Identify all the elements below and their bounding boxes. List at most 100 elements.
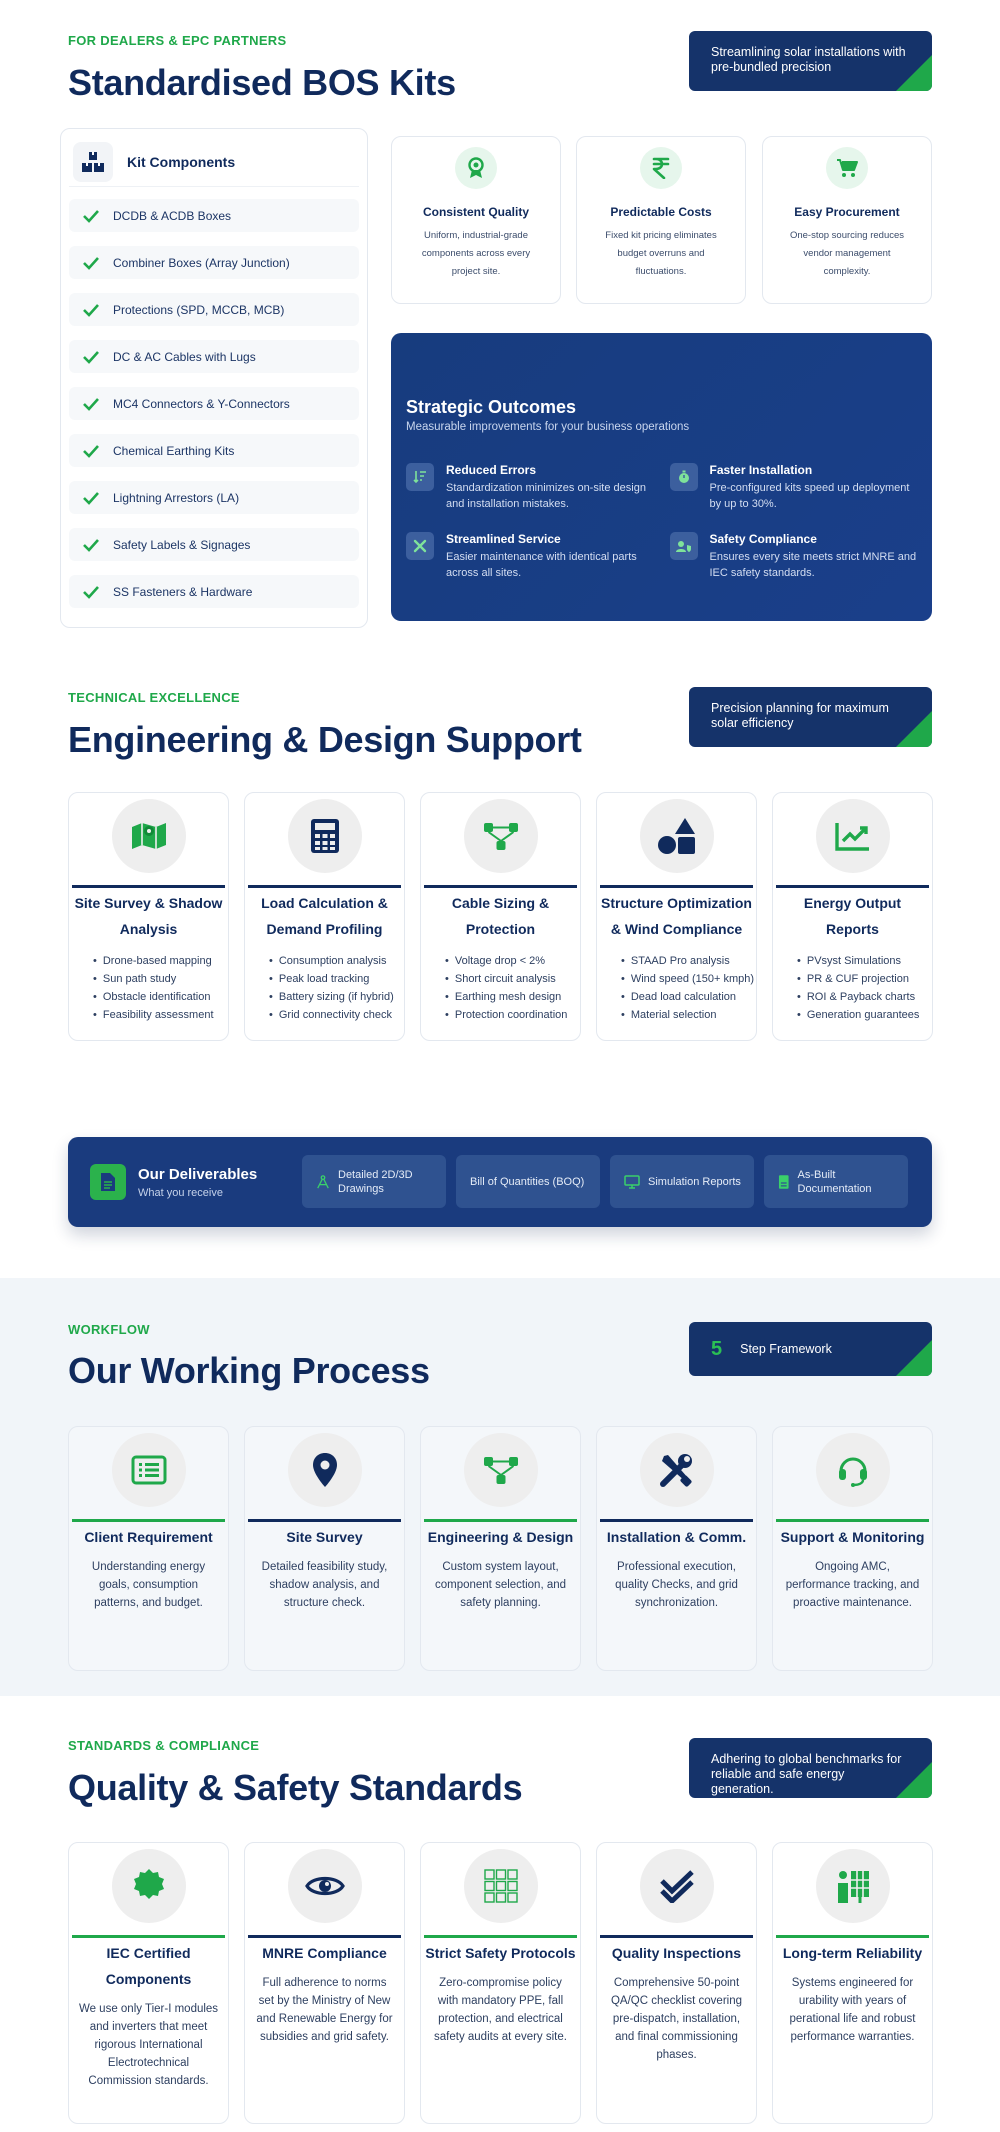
deliverable-label: Bill of Quantities (BOQ)	[470, 1175, 585, 1188]
card-list-item: Generation guarantees	[797, 1006, 932, 1024]
step-desc: Detailed feasibility study, shadow analy…	[261, 1561, 388, 1609]
feature-card: Easy Procurement One-stop sourcing reduc…	[762, 136, 932, 304]
card-list: PVsyst Simulations PR & CUF projection R…	[797, 952, 932, 1024]
outcome-title: Safety Compliance	[709, 532, 817, 546]
kit-header: Kit Components	[69, 137, 359, 187]
card-list-item: Feasibility assessment	[93, 1006, 228, 1024]
card-title: Strict Safety Protocols	[425, 1945, 576, 1961]
step-title: Engineering & Design	[427, 1529, 574, 1545]
kit-item-label: Combiner Boxes (Array Junction)	[113, 255, 290, 270]
map-icon	[111, 799, 186, 873]
kit-item-label: DCDB & ACDB Boxes	[113, 208, 232, 223]
check-icon	[83, 397, 99, 411]
card-list-item: Short circuit analysis	[445, 970, 580, 988]
card-desc: Zero-compromise policy with mandatory PP…	[434, 1977, 567, 2043]
card-divider	[72, 885, 225, 888]
workflow-eyebrow: WORKFLOW	[68, 1322, 150, 1337]
deliverable-label: As-Built Documentation	[797, 1168, 872, 1195]
check-icon	[83, 350, 99, 364]
check-icon	[83, 303, 99, 317]
bos-section: FOR DEALERS & EPC PARTNERS Standardised …	[0, 0, 1000, 660]
outcome-desc: Easier maintenance with identical parts …	[446, 551, 637, 579]
card-list: Drone-based mapping Sun path study Obsta…	[93, 952, 228, 1024]
certificate-icon	[111, 1849, 186, 1923]
outcome-desc: Ensures every site meets strict MNRE and…	[709, 551, 917, 579]
card-title: IEC Certified Components	[105, 1945, 192, 1987]
kit-item: Protections (SPD, MCCB, MCB)	[69, 293, 359, 326]
rupee-icon	[640, 147, 682, 189]
card-list-item: Peak load tracking	[269, 970, 404, 988]
card-list: Voltage drop < 2% Short circuit analysis…	[445, 952, 580, 1024]
kit-item-label: SS Fasteners & Hardware	[113, 584, 253, 599]
feature-desc: Fixed kit pricing eliminates budget over…	[605, 230, 717, 277]
step-title: Site Survey	[286, 1529, 363, 1545]
calculator-icon	[287, 799, 362, 873]
workflow-section: WORKFLOW Our Working Process 5 Step Fram…	[0, 1278, 1000, 1696]
card-list-item: Sun path study	[93, 970, 228, 988]
kit-item: Lightning Arrestors (LA)	[69, 481, 359, 514]
feature-title: Consistent Quality	[422, 205, 529, 219]
feature-desc: Uniform, industrial-grade components acr…	[421, 230, 531, 277]
deliverable-label: Simulation Reports	[648, 1175, 741, 1188]
card-list-item: Obstacle identification	[93, 988, 228, 1006]
engineering-title: Engineering & Design Support	[68, 719, 582, 760]
standard-card: Strict Safety Protocols Zero-compromise …	[420, 1842, 581, 2124]
card-list-item: Drone-based mapping	[93, 952, 228, 970]
outcome-title: Reduced Errors	[446, 463, 537, 477]
card-list-item: Battery sizing (if hybrid)	[269, 988, 404, 1006]
step-desc: Understanding energy goals, consumption …	[91, 1561, 206, 1609]
list-icon	[111, 1433, 186, 1507]
standard-card: Long-term Reliability Systems engineered…	[772, 1842, 933, 2124]
workflow-step-card: Site Survey Detailed feasibility study, …	[244, 1426, 405, 1671]
kit-item: DCDB & ACDB Boxes	[69, 199, 359, 232]
outcome-desc: Standardization minimizes on-site design…	[446, 482, 646, 510]
engineering-card: Cable Sizing & Protection Voltage drop <…	[420, 792, 581, 1041]
feature-title: Easy Procurement	[794, 205, 900, 219]
step-desc: Professional execution, quality Checks, …	[615, 1561, 738, 1609]
deliverable-item: Bill of Quantities (BOQ)	[456, 1155, 600, 1208]
standard-card: MNRE Compliance Full adherence to norms …	[244, 1842, 405, 2124]
kit-item: Safety Labels & Signages	[69, 528, 359, 561]
standards-tag: Adhering to global benchmarks for reliab…	[689, 1738, 932, 1798]
workflow-cards: Client Requirement Understanding energy …	[68, 1426, 933, 1671]
standard-card: Quality Inspections Comprehensive 50-poi…	[596, 1842, 757, 2124]
check-icon	[83, 491, 99, 505]
card-divider	[72, 1935, 225, 1938]
card-desc: Systems engineered for urability with ye…	[789, 1977, 916, 2043]
kit-item-label: Protections (SPD, MCCB, MCB)	[113, 302, 285, 317]
outcome-title: Streamlined Service	[446, 532, 561, 546]
chart-line-icon	[815, 799, 890, 873]
outcomes-title: Strategic Outcomes	[406, 397, 577, 417]
engineering-card: Site Survey & Shadow Analysis Drone-base…	[68, 792, 229, 1041]
kit-item: Combiner Boxes (Array Junction)	[69, 246, 359, 279]
step-label: Step Framework	[740, 1341, 832, 1356]
card-list: Consumption analysis Peak load tracking …	[269, 952, 404, 1024]
standards-tag-text: Adhering to global benchmarks for reliab…	[711, 1752, 902, 1796]
card-list-item: Consumption analysis	[269, 952, 404, 970]
document-icon	[778, 1174, 789, 1189]
feature-card: Predictable Costs Fixed kit pricing elim…	[576, 136, 746, 304]
standards-eyebrow: STANDARDS & COMPLIANCE	[68, 1738, 260, 1753]
card-divider	[424, 885, 577, 888]
check-icon	[83, 444, 99, 458]
card-list-item: Protection coordination	[445, 1006, 580, 1024]
workflow-step-card: Client Requirement Understanding energy …	[68, 1426, 229, 1671]
headset-icon	[815, 1433, 890, 1507]
outcome-title: Faster Installation	[709, 463, 813, 477]
sort-down-icon	[406, 463, 434, 491]
card-desc: We use only Tier-I modules and inverters…	[78, 2003, 219, 2087]
deliverable-label: Detailed 2D/3D Drawings	[338, 1168, 413, 1195]
engineering-cards: Site Survey & Shadow Analysis Drone-base…	[68, 792, 933, 1041]
workflow-step-card: Engineering & Design Custom system layou…	[420, 1426, 581, 1671]
shapes-icon	[639, 799, 714, 873]
engineering-card: Energy Output Reports PVsyst Simulations…	[772, 792, 933, 1041]
card-title: MNRE Compliance	[262, 1945, 387, 1961]
deliverables-subtitle: What you receive	[138, 1186, 223, 1199]
kit-components-card: Kit Components DCDB & ACDB Boxes Combine…	[60, 128, 368, 628]
card-divider	[248, 885, 401, 888]
card-list-item: Wind speed (150+ kmph)	[621, 970, 756, 988]
card-list-item: Grid connectivity check	[269, 1006, 404, 1024]
workflow-tag: 5 Step Framework	[689, 1322, 932, 1376]
check-icon	[83, 585, 99, 599]
card-divider	[600, 885, 753, 888]
